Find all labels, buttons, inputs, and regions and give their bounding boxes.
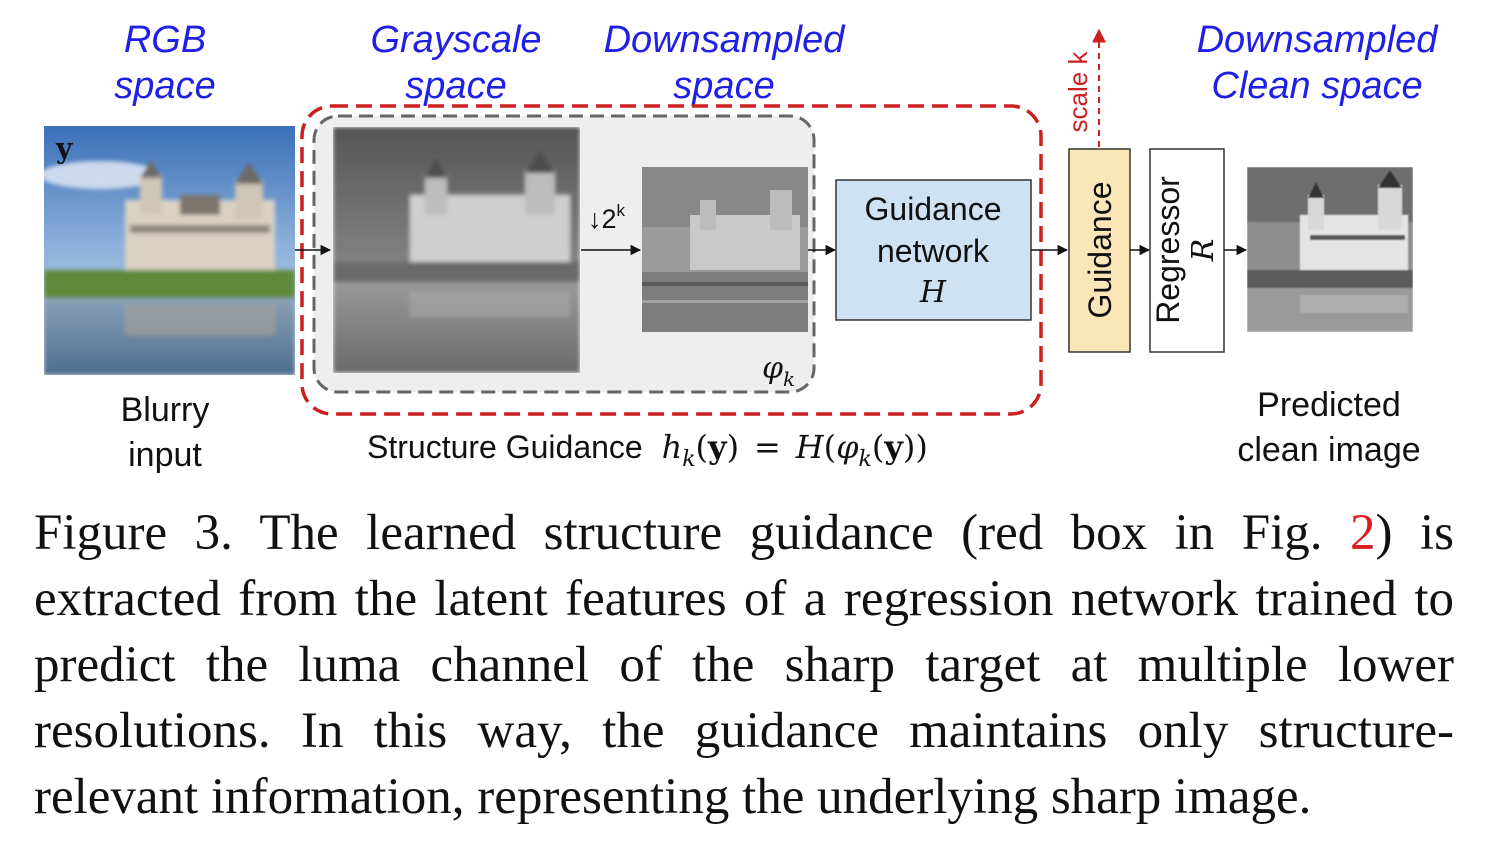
downsample-label: ↓2k <box>588 201 626 234</box>
regressor-block: Regressor R <box>1149 148 1225 353</box>
grayscale-image <box>333 127 580 373</box>
regressor-label: Regressor <box>1150 176 1186 324</box>
regressor-symbol: R <box>1186 239 1221 263</box>
structure-guidance-formula: Structure Guidance hk(y) = H(φk(y)) <box>367 428 928 472</box>
guidance-block: Guidance <box>1068 148 1131 353</box>
downsampled-image <box>642 167 808 332</box>
guidance-network-label-line1: Guidance <box>865 191 1002 227</box>
guidance-network-label-line2: network <box>877 233 990 269</box>
structure-guidance-box <box>300 104 1043 416</box>
figure-caption: Figure 3. The learned structure guidance… <box>34 500 1454 830</box>
caption-prefix: Figure 3. The learned structure guidance… <box>34 505 1351 561</box>
input-symbol-y: y <box>55 132 73 165</box>
phi-k-label: φk <box>762 351 795 391</box>
guidance-network-symbol: H <box>919 275 947 310</box>
guidance-block-label: Guidance <box>1082 182 1118 319</box>
figure-reference-link[interactable]: 2 <box>1350 505 1376 561</box>
predicted-clean-image <box>1247 167 1413 332</box>
caption-suffix: ) is extracted from the latent features … <box>34 505 1454 825</box>
guidance-network-block: Guidance network H <box>835 179 1032 321</box>
scale-k-label: scale k <box>1063 51 1093 133</box>
blurry-input-image: y <box>44 126 295 375</box>
